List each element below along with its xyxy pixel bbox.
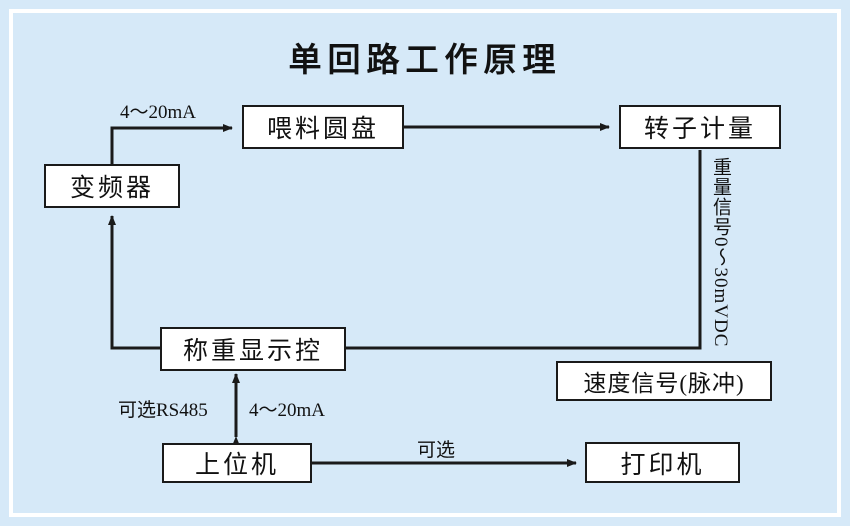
edge-label-weight-signal: 重量信号0～30mVDC: [710, 157, 731, 348]
edge-inverter-to-feeder: [110, 124, 233, 166]
node-printer-label: 打印机: [620, 451, 705, 479]
node-weigh-display[interactable]: 称重显示控: [160, 327, 346, 371]
node-speed-signal-label: 速度信号(脉冲): [583, 371, 745, 396]
edge-label-host-to-printer: 可选: [417, 440, 456, 461]
node-feeder-disc-label: 喂料圆盘: [266, 116, 379, 143]
node-inverter[interactable]: 变频器: [44, 164, 180, 208]
node-feeder-disc[interactable]: 喂料圆盘: [242, 105, 404, 149]
node-speed-signal[interactable]: 速度信号(脉冲): [556, 361, 772, 401]
edge-label-host-to-display: 4～20mA: [249, 400, 326, 421]
node-host-computer[interactable]: 上位机: [162, 443, 312, 483]
node-weigh-display-label: 称重显示控: [182, 338, 323, 365]
node-rotor-meter[interactable]: 转子计量: [619, 105, 781, 149]
edge-rotor-to-display: [335, 150, 702, 352]
node-printer[interactable]: 打印机: [585, 442, 740, 483]
edge-label-inverter-to-feeder: 4～20mA: [120, 102, 197, 123]
node-inverter-label: 变频器: [69, 175, 154, 202]
edge-display-to-inverter: [108, 215, 160, 350]
node-rotor-meter-label: 转子计量: [643, 116, 756, 143]
page-title: 单回路工作原理: [288, 40, 562, 79]
edge-label-optional-rs485: 可选RS485: [118, 400, 208, 421]
node-host-computer-label: 上位机: [194, 452, 279, 479]
